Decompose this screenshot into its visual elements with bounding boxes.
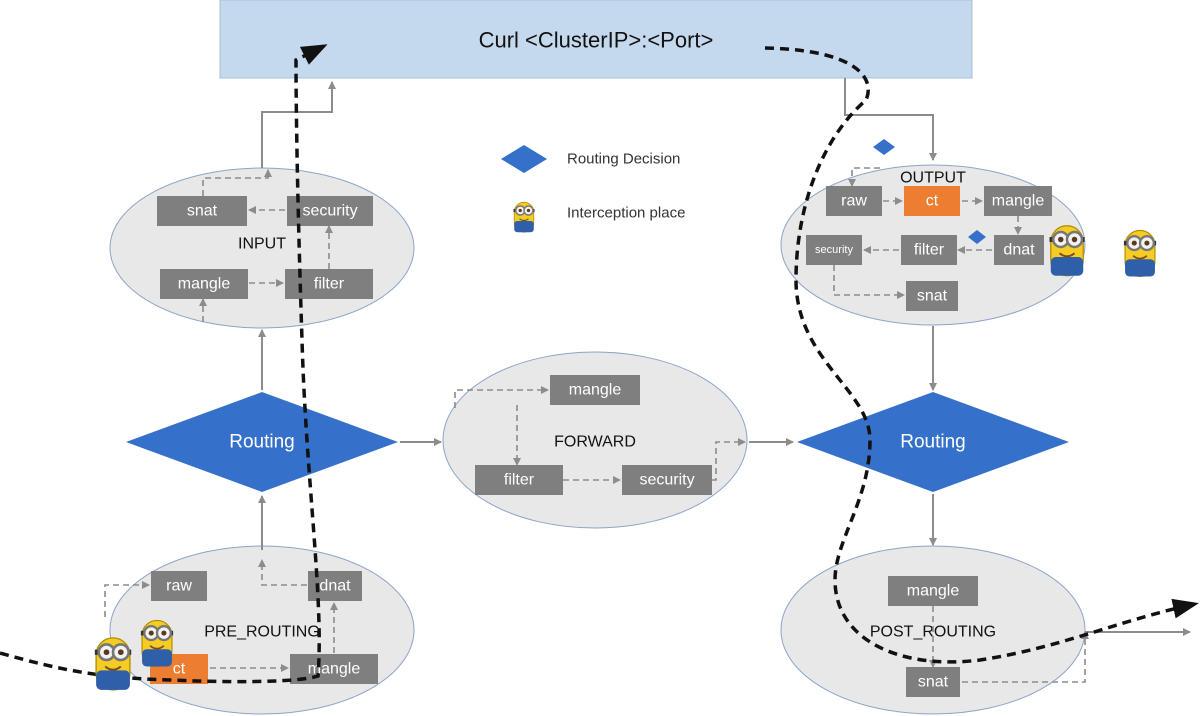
pre-routing-chain-label: PRE_ROUTING: [204, 624, 320, 641]
output-mangle-box: [984, 186, 1052, 216]
output-filter-label: filter: [914, 242, 945, 259]
output-snat-label: snat: [917, 288, 948, 305]
output-raw-box: [826, 186, 882, 216]
post-mangle-label: mangle: [907, 583, 960, 600]
forward-chain-label: FORWARD: [554, 434, 636, 451]
pre-dnat-label: dnat: [319, 578, 351, 595]
flow-post-snat-exit: [962, 631, 1089, 683]
routing-left-diamond: [126, 392, 398, 492]
header-banner: [219, 0, 973, 79]
page-title: Curl <ClusterIP>:<Port>: [479, 28, 714, 53]
post-snat-label: snat: [918, 674, 949, 691]
pre-raw-box: [151, 571, 207, 601]
flow-output-security-snat: [833, 265, 905, 299]
flow-pre-dnat-exit: [258, 559, 307, 586]
minion-icon-output-dnat: [1048, 224, 1086, 277]
arrow-header-to-output: [844, 78, 937, 161]
input-chain-label: INPUT: [238, 236, 286, 253]
output-mangle-label: mangle: [992, 193, 1045, 210]
input-mangle-label: mangle: [178, 276, 231, 293]
output-ct-box[interactable]: [904, 186, 960, 216]
pre-ct-label: ct: [173, 661, 186, 678]
routing-left-label: Routing: [229, 432, 295, 453]
minion-icon-output-ct: [1122, 229, 1158, 278]
packet-path-outbound: [764, 46, 1199, 664]
output-dnat-box[interactable]: [994, 235, 1044, 265]
legend: Routing Decision Interception place: [501, 145, 685, 233]
flow-output-entry: [848, 167, 880, 187]
forward-filter-box: [475, 465, 563, 495]
routing-right-label: Routing: [900, 432, 966, 453]
flow-input-snat-exit: [202, 169, 272, 196]
flow-pre-entry: [104, 581, 150, 617]
flow-forward-entry: [454, 386, 549, 408]
output-snat-box: [906, 281, 958, 311]
input-snat-label: snat: [187, 203, 218, 220]
forward-filter-label: filter: [504, 472, 535, 489]
forward-security-label: security: [639, 472, 694, 489]
output-chain-label: OUTPUT: [900, 170, 966, 187]
forward-mangle-label: mangle: [569, 382, 622, 399]
input-mangle-box: [160, 269, 248, 299]
legend-interception-place: Interception place: [567, 205, 685, 222]
minion-icon-pre-routing-ct: [93, 636, 133, 692]
post-snat-box: [906, 667, 960, 697]
legend-routing-decision: Routing Decision: [567, 151, 680, 168]
post-mangle-box: [888, 576, 978, 606]
output-raw-label: raw: [841, 193, 867, 210]
output-routing-decision-icon-top: [873, 139, 895, 155]
minion-icon-pre-routing-dnat: [139, 619, 175, 668]
output-filter-box: [901, 235, 957, 265]
pre-mangle-label: mangle: [308, 661, 361, 678]
output-security-label: security: [815, 244, 853, 256]
output-routing-decision-icon-dnat: [968, 230, 986, 244]
minion-icon: [512, 201, 536, 233]
output-dnat-label: dnat: [1003, 242, 1035, 259]
routing-decision-diamond-icon: [501, 145, 547, 173]
flow-forward-security-exit: [712, 438, 746, 481]
input-security-label: security: [302, 203, 357, 220]
forward-security-box: [622, 465, 712, 495]
input-snat-box: [157, 196, 247, 226]
output-security-box: [806, 235, 862, 265]
input-security-box: [287, 196, 373, 226]
pre-raw-label: raw: [166, 578, 192, 595]
input-filter-label: filter: [314, 276, 345, 293]
output-ct-label: ct: [926, 193, 939, 210]
forward-mangle-box: [550, 375, 640, 405]
